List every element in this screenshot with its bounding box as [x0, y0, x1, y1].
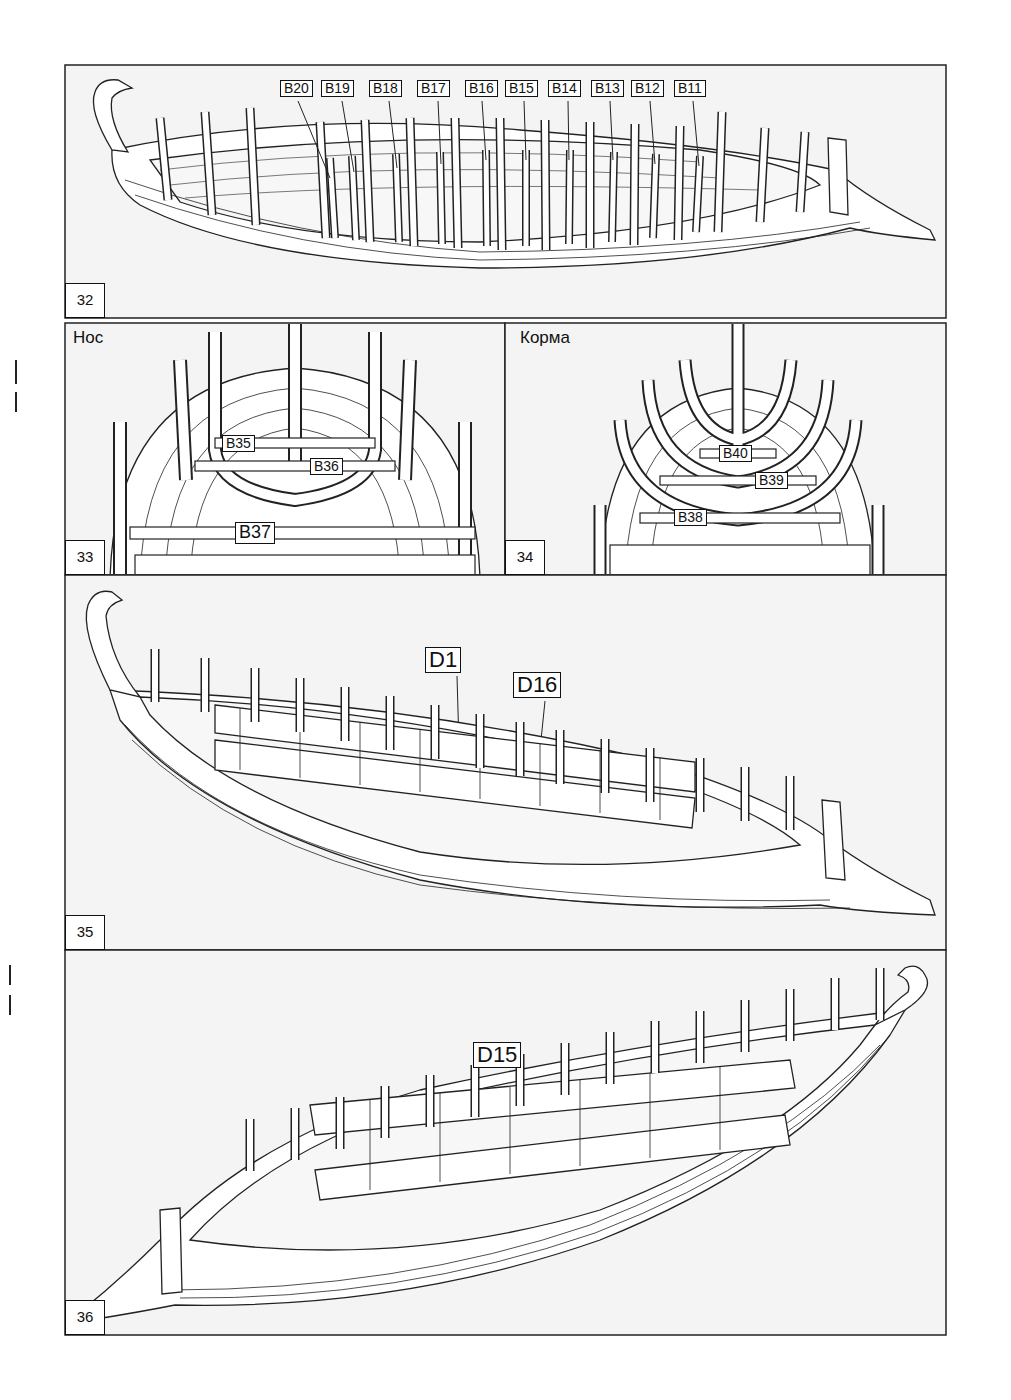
- bow-section: [110, 324, 480, 574]
- panel-frames: [65, 65, 946, 1335]
- frames-36: [250, 968, 880, 1171]
- step-number: 34: [505, 540, 545, 575]
- part-label: B13: [591, 80, 624, 97]
- section-title: Корма: [520, 329, 570, 348]
- part-label: D16: [513, 672, 561, 698]
- part-label: B14: [548, 80, 581, 97]
- hull-32: [93, 80, 935, 268]
- part-label: B35: [222, 435, 255, 452]
- hull-36: [80, 966, 928, 1320]
- frames-32: [160, 108, 805, 250]
- part-label: B38: [674, 509, 707, 526]
- step-number: 33: [65, 540, 105, 575]
- part-label: B20: [280, 80, 313, 97]
- part-label: B36: [310, 458, 343, 475]
- part-label: B39: [755, 472, 788, 489]
- part-label: D1: [425, 647, 461, 673]
- part-label: D15: [473, 1042, 521, 1068]
- part-label: B40: [719, 445, 752, 462]
- part-label: B17: [417, 80, 450, 97]
- leader-lines: [298, 101, 699, 1112]
- part-label: B16: [465, 80, 498, 97]
- part-label: B15: [505, 80, 538, 97]
- step-number: 35: [65, 915, 105, 950]
- section-title: Нос: [73, 329, 103, 348]
- step-number: 36: [65, 1300, 105, 1335]
- step-number: 32: [65, 283, 105, 318]
- hull-35: [86, 591, 935, 915]
- part-label: B37: [235, 522, 275, 544]
- part-label: B19: [321, 80, 354, 97]
- part-label: B12: [631, 80, 664, 97]
- stern-section: [600, 324, 878, 574]
- margin-marks: [10, 360, 16, 1015]
- part-label: B11: [674, 80, 706, 97]
- frames-35: [155, 649, 790, 830]
- part-label: B18: [369, 80, 402, 97]
